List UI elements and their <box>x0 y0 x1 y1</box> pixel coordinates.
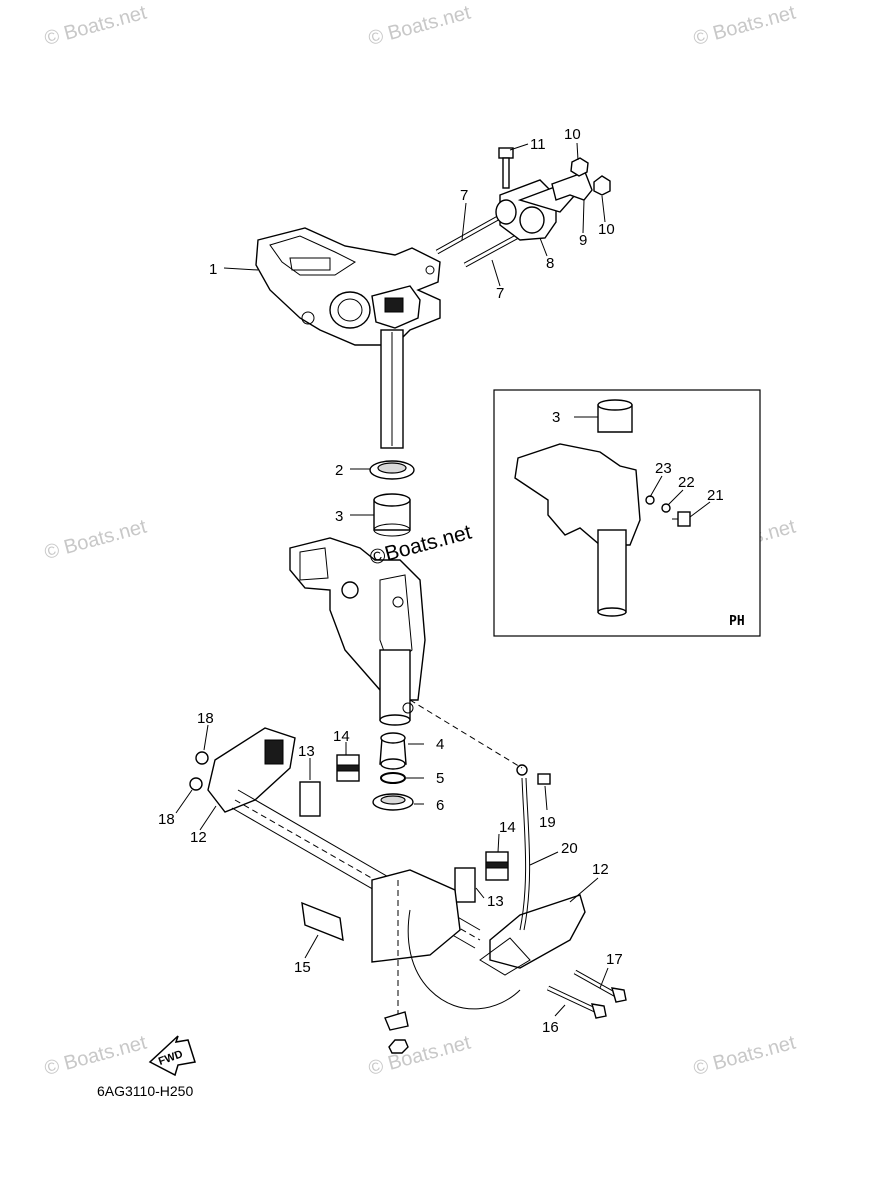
callout-17: 17 <box>606 951 623 968</box>
o-ring <box>380 772 406 784</box>
bolt-17 <box>573 969 627 1003</box>
diagram-code: 6AG3110-H250 <box>97 1083 194 1099</box>
clamp-bracket-right <box>479 894 586 976</box>
callout-3: 3 <box>335 508 343 525</box>
callout-5: 5 <box>436 770 444 787</box>
washers-18 <box>189 751 209 791</box>
bushing <box>373 493 411 537</box>
callout-12-left: 12 <box>190 829 207 846</box>
grommet <box>369 460 415 480</box>
lower-grommet <box>372 793 414 811</box>
callout-23: 23 <box>655 460 672 477</box>
callout-13-left: 13 <box>298 743 315 760</box>
callout-4: 4 <box>436 736 444 753</box>
callout-6: 6 <box>436 797 444 814</box>
callout-10-lower: 10 <box>598 221 615 238</box>
callout-14-left: 14 <box>333 728 350 745</box>
callout-19: 19 <box>539 814 556 831</box>
callout-7-upper: 7 <box>460 187 468 204</box>
fwd-arrow-icon: FWD <box>148 1035 196 1077</box>
callout-13-right: 13 <box>487 893 504 910</box>
callout-21: 21 <box>707 487 724 504</box>
plate <box>551 171 593 201</box>
bolt-11 <box>498 147 514 189</box>
callout-15: 15 <box>294 959 311 976</box>
nuts-10 <box>570 157 611 196</box>
callout-10-upper: 10 <box>564 126 581 143</box>
callout-2: 2 <box>335 462 343 479</box>
callout-18-lower: 18 <box>158 811 175 828</box>
leader-lines <box>175 142 711 1017</box>
callout-16: 16 <box>542 1019 559 1036</box>
screws-bottom <box>384 1011 409 1054</box>
callout-22: 22 <box>678 474 695 491</box>
lower-bushing <box>379 732 407 770</box>
steering-shaft <box>380 329 404 449</box>
rubber-mounts <box>299 754 509 903</box>
upper-mount-bracket <box>255 227 441 346</box>
callout-20: 20 <box>561 840 578 857</box>
callout-7-lower: 7 <box>496 285 504 302</box>
bolt-19 <box>516 764 551 785</box>
inset-label: PH <box>729 614 745 629</box>
bolt-16 <box>546 985 607 1019</box>
clamp-bracket-left <box>207 727 296 813</box>
callout-11: 11 <box>530 136 546 153</box>
callout-12-right: 12 <box>592 861 609 878</box>
callout-18-upper: 18 <box>197 710 214 727</box>
inset-panel <box>493 389 761 637</box>
callouts: 1 2 3 4 5 6 7 7 8 9 10 10 11 12 12 13 13… <box>158 126 724 1036</box>
callout-14-right: 14 <box>499 819 516 836</box>
stud-bolts <box>435 215 522 268</box>
lower-case <box>371 869 461 1030</box>
callout-inset-3: 3 <box>552 409 560 426</box>
ground-wire <box>407 699 531 1010</box>
callout-1: 1 <box>209 261 217 278</box>
callout-8: 8 <box>546 255 554 272</box>
callout-9: 9 <box>579 232 587 249</box>
swivel-bracket <box>289 537 426 726</box>
plate-15 <box>301 901 344 942</box>
